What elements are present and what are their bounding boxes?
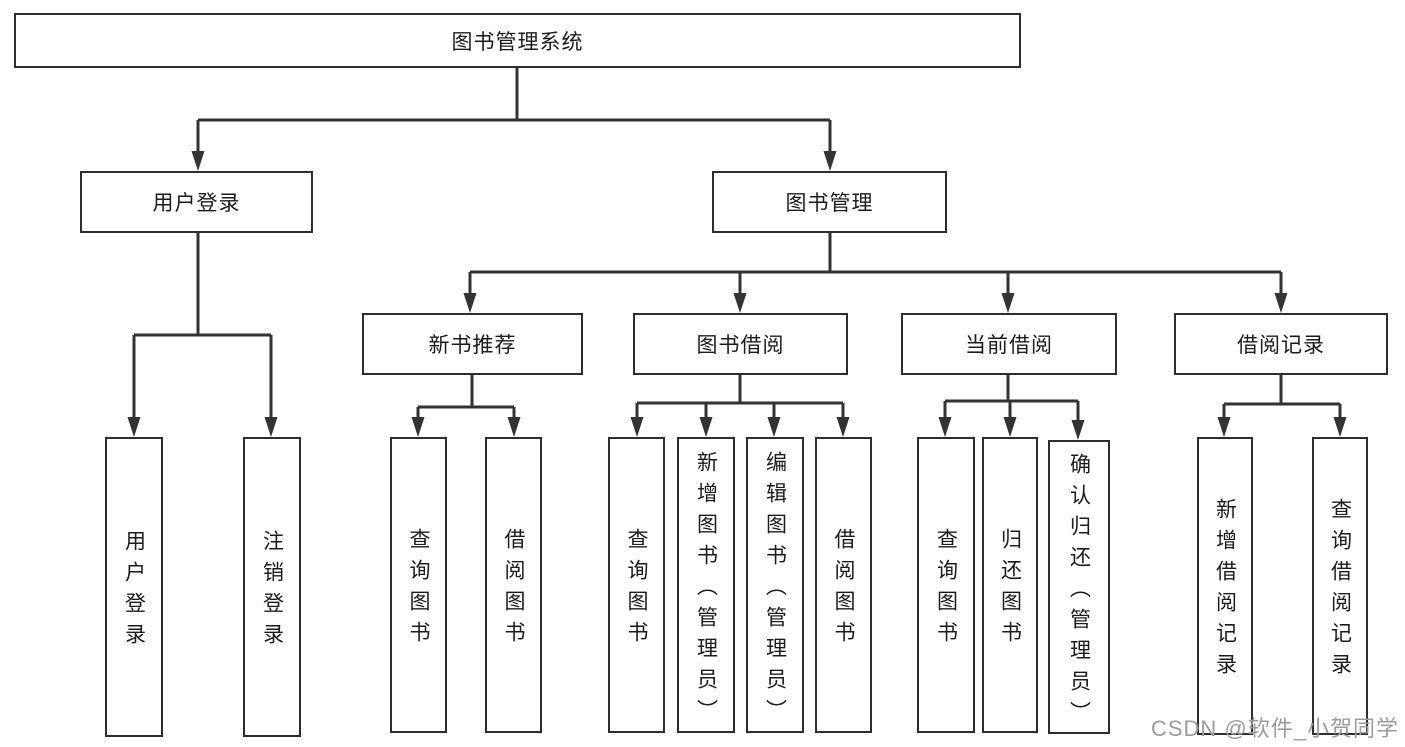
node-new-book-recommend: 新书推荐 [362, 313, 583, 375]
node-borrow-records: 借阅记录 [1174, 313, 1388, 375]
node-book-borrow-label: 图书借阅 [696, 334, 785, 357]
node-root-label: 图书管理系统 [451, 30, 584, 54]
node-user-login-module-label: 用户登录 [152, 192, 241, 215]
leaf-borrow-query-book-label: 查询图书 [625, 528, 648, 652]
leaf-edit-book-admin: 编辑图书（管理员） [746, 437, 804, 733]
leaf-add-borrow-record-label: 新增借阅记录 [1213, 498, 1237, 684]
leaf-query-borrow-record: 查询借阅记录 [1312, 437, 1368, 735]
node-borrow-records-label: 借阅记录 [1237, 334, 1325, 357]
leaf-query-borrow-record-label: 查询借阅记录 [1328, 498, 1352, 684]
node-book-management-label: 图书管理 [785, 192, 874, 215]
node-root: 图书管理系统 [14, 13, 1021, 68]
node-current-borrow: 当前借阅 [901, 313, 1117, 375]
leaf-logout-label: 注销登录 [260, 530, 284, 654]
node-new-book-recommend-label: 新书推荐 [428, 334, 517, 357]
leaf-recommend-query-book-label: 查询图书 [407, 528, 430, 652]
leaf-borrow-book: 借阅图书 [815, 437, 872, 733]
leaf-return-book-label: 归还图书 [998, 528, 1022, 652]
leaf-current-query-book-label: 查询图书 [934, 528, 958, 652]
leaf-recommend-borrow-book-label: 借阅图书 [502, 528, 525, 652]
node-book-borrow: 图书借阅 [633, 313, 848, 375]
node-book-management: 图书管理 [712, 171, 947, 233]
leaf-recommend-borrow-book: 借阅图书 [485, 437, 542, 733]
leaf-borrow-query-book: 查询图书 [608, 437, 665, 733]
leaf-recommend-query-book: 查询图书 [390, 437, 447, 733]
leaf-current-query-book: 查询图书 [917, 437, 975, 733]
node-current-borrow-label: 当前借阅 [965, 334, 1053, 357]
leaf-add-book-admin: 新增图书（管理员） [677, 437, 735, 733]
leaf-user-login: 用户登录 [105, 437, 163, 737]
leaf-edit-book-admin-label: 编辑图书（管理员） [763, 450, 787, 730]
leaf-return-book: 归还图书 [982, 437, 1038, 733]
leaf-logout: 注销登录 [243, 437, 301, 737]
leaf-borrow-book-label: 借阅图书 [832, 528, 855, 652]
leaf-user-login-label: 用户登录 [122, 530, 146, 654]
csdn-watermark: CSDN @软件_小贺同学 [1150, 716, 1399, 741]
leaf-confirm-return-admin: 确认归还（管理员） [1048, 440, 1110, 734]
node-user-login-module: 用户登录 [80, 171, 313, 233]
leaf-add-book-admin-label: 新增图书（管理员） [694, 450, 718, 730]
leaf-confirm-return-admin-label: 确认归还（管理员） [1067, 452, 1091, 732]
leaf-add-borrow-record: 新增借阅记录 [1197, 437, 1253, 735]
